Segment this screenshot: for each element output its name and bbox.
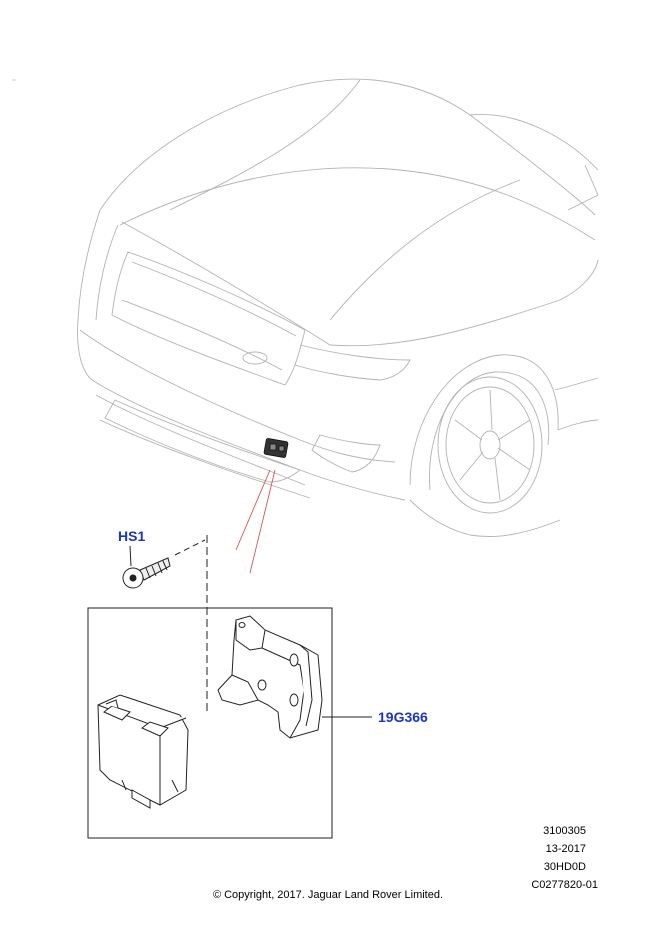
- parts-frame: [87, 607, 333, 839]
- reference-block: 3100305 13-2017 30HD0D C0277820-01: [490, 822, 598, 894]
- control-module: [97, 694, 189, 809]
- ref-line-4: C0277820-01: [531, 879, 598, 891]
- bumper-sensor: [263, 438, 289, 458]
- bolt-hs1: [122, 539, 206, 589]
- callout-19g366: 19G366: [378, 709, 428, 725]
- callout-hs1: HS1: [118, 528, 146, 544]
- vehicle-front-outline: [77, 78, 599, 537]
- leader-lines: [235, 469, 276, 574]
- copyright-notice: © Copyright, 2017. Jaguar Land Rover Lim…: [212, 889, 444, 901]
- mounting-bracket: [217, 615, 323, 739]
- ref-line-1: 3100305: [543, 825, 586, 837]
- ref-line-2: 13-2017: [545, 843, 586, 855]
- ref-line-3: 30HD0D: [543, 861, 586, 873]
